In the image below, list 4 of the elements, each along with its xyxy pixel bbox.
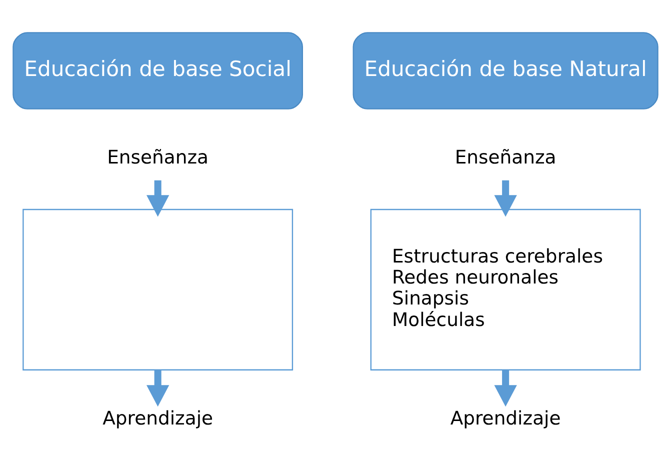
node-text: Aprendizaje bbox=[102, 408, 214, 430]
node-text: Enseñanza bbox=[107, 148, 209, 169]
node-text: Enseñanza bbox=[454, 148, 556, 169]
node-text: Aprendizaje bbox=[450, 408, 561, 430]
